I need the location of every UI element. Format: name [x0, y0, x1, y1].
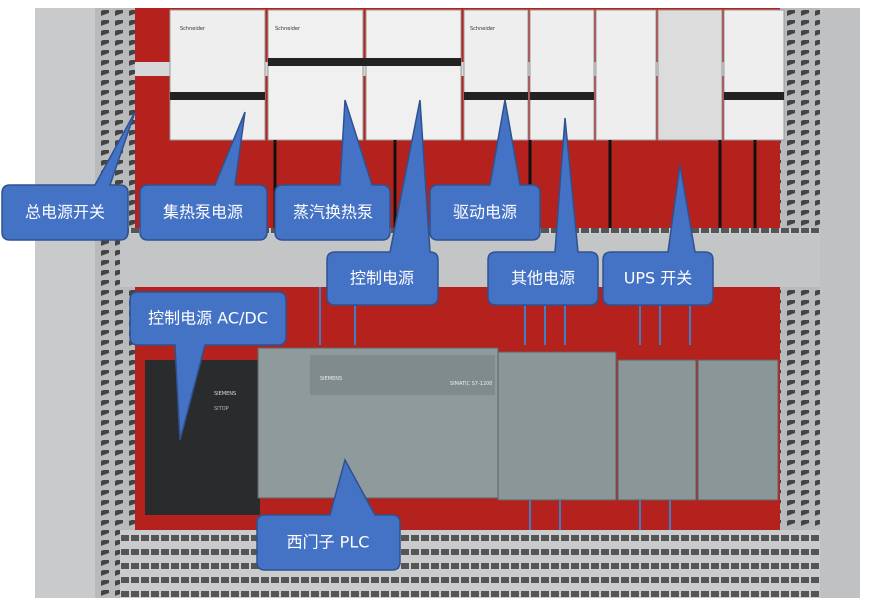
right-wire-duct — [780, 8, 820, 598]
siemens-plc-module: SIEMENS SIMATIC S7-1200 — [257, 347, 779, 501]
left-wire-duct — [95, 8, 135, 598]
callout-main-power-switch: 总电源开关 — [1, 111, 136, 241]
callout-control-power: 控制电源 — [326, 99, 439, 306]
breaker-brand-label: Schneider — [180, 26, 206, 32]
callout-label: UPS 开关 — [624, 269, 693, 288]
circuit-breakers: Schneider Schneider Schneider — [169, 9, 785, 141]
callout-ups-switch: UPS 开关 — [602, 164, 714, 306]
callout-heat-pump-power: 集热泵电源 — [139, 111, 268, 241]
callout-drive-power: 驱动电源 — [429, 99, 541, 241]
cabinet-photo: Schneider Schneider Schneider SIEMENS SI… — [35, 8, 860, 598]
callout-steam-heat-pump: 蒸汽换热泵 — [274, 99, 391, 241]
callout-label: 蒸汽换热泵 — [293, 203, 373, 222]
callout-label: 控制电源 AC/DC — [148, 309, 268, 328]
callout-label: 总电源开关 — [25, 203, 105, 222]
breaker-brand-label: Schneider — [275, 26, 301, 32]
callout-label: 集热泵电源 — [163, 203, 243, 222]
bottom-wire-duct — [120, 530, 820, 598]
callout-label: 驱动电源 — [453, 203, 517, 222]
psu-brand-label: SIEMENS — [214, 391, 236, 397]
psu-model-label: SITOP — [214, 406, 229, 412]
callout-siemens-plc: 西门子 PLC — [256, 458, 401, 571]
callout-label: 西门子 PLC — [287, 533, 370, 552]
callout-other-power: 其他电源 — [487, 117, 599, 306]
breaker-brand-label: Schneider — [470, 26, 496, 32]
callout-control-power-acdc: 控制电源 AC/DC — [129, 291, 287, 441]
callout-label: 其他电源 — [511, 269, 575, 288]
siemens-power-supply: SIEMENS SITOP — [145, 360, 260, 515]
plc-brand-label: SIEMENS — [320, 376, 342, 382]
callout-label: 控制电源 — [350, 269, 414, 288]
plc-model-label: SIMATIC S7-1200 — [450, 381, 493, 387]
